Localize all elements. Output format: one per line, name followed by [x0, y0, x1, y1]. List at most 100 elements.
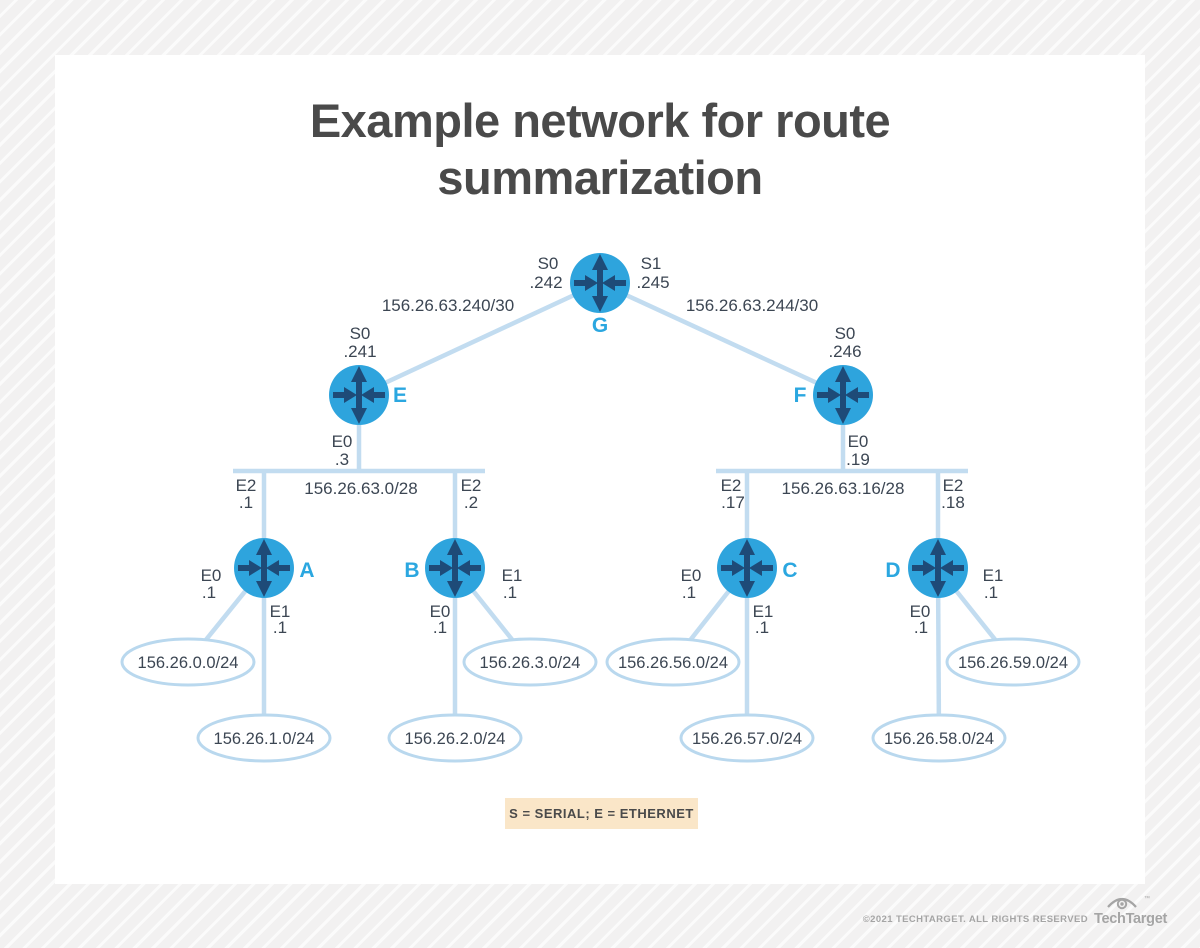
network-label: 156.26.3.0/24	[480, 654, 581, 672]
link-G-to-F	[599, 280, 844, 398]
interface-port-label: E0	[848, 432, 869, 451]
router-arrow-up	[447, 539, 463, 555]
router-arrow-right	[585, 275, 598, 291]
interface-C-E2: E2.17	[721, 476, 745, 512]
interface-A-E0: E0.1	[201, 566, 222, 602]
interface-C-E0: E0.1	[681, 566, 702, 602]
interface-port-label: E0	[430, 602, 451, 621]
interface-address-label: .242	[529, 273, 562, 292]
interface-port-label: S0	[538, 254, 559, 273]
interface-port-label: E2	[943, 476, 964, 495]
interface-address-label: .1	[433, 618, 447, 637]
interface-address-label: .1	[682, 583, 696, 602]
interface-address-label: .2	[464, 493, 478, 512]
subnet-label: 156.26.63.0/28	[304, 479, 417, 498]
interface-port-label: S0	[350, 324, 371, 343]
network-label: 156.26.58.0/24	[884, 730, 994, 748]
interface-address-label: .19	[846, 450, 870, 469]
page-title-line2: summarization	[437, 151, 763, 204]
network-156-26-59-0-24: 156.26.59.0/24	[945, 637, 1081, 687]
network-156-26-57-0-24: 156.26.57.0/24	[679, 713, 815, 763]
router-arrow-left	[266, 560, 279, 576]
network-label: 156.26.0.0/24	[138, 654, 239, 672]
router-A-icon	[234, 538, 294, 598]
trademark-symbol: ™	[1144, 896, 1150, 902]
link-G-to-E	[358, 280, 601, 398]
router-arrow-up	[739, 539, 755, 555]
interface-port-label: E1	[753, 602, 774, 621]
router-arrow-left	[749, 560, 762, 576]
router-arrow-down	[447, 581, 463, 597]
network-156-26-56-0-24: 156.26.56.0/24	[605, 637, 741, 687]
interface-address-label: .1	[202, 583, 216, 602]
techtarget-eye-icon	[1107, 897, 1137, 910]
interface-address-label: .17	[721, 493, 745, 512]
router-arrow-right	[923, 560, 936, 576]
interface-A-E2: E2.1	[236, 476, 257, 512]
router-arrow-right	[732, 560, 745, 576]
interface-address-label: .18	[941, 493, 965, 512]
router-arrow-left	[602, 275, 615, 291]
interface-port-label: E0	[332, 432, 353, 451]
interface-B-E2: E2.2	[461, 476, 482, 512]
subnet-label: 156.26.63.240/30	[382, 296, 514, 315]
router-arrow-right	[344, 387, 357, 403]
router-arrow-up	[930, 539, 946, 555]
router-B-icon	[425, 538, 485, 598]
interface-G-S0: S0.242	[529, 254, 562, 292]
interface-C-E1: E1.1	[753, 602, 774, 637]
techtarget-logo-text: TechTarget	[1094, 911, 1168, 927]
interface-B-E1: E1.1	[502, 566, 523, 602]
router-arrow-left	[845, 387, 858, 403]
router-G-label: G	[592, 314, 608, 337]
interface-E-E0: E0.3	[332, 432, 353, 469]
network-label: 156.26.57.0/24	[692, 730, 802, 748]
router-arrow-down	[351, 408, 367, 424]
interface-port-label: E0	[910, 602, 931, 621]
interface-address-label: .1	[914, 618, 928, 637]
network-ellipse	[871, 713, 1007, 763]
router-F-label: F	[794, 384, 807, 407]
network-label: 156.26.56.0/24	[618, 654, 728, 672]
legend-text: S = SERIAL; E = ETHERNET	[509, 806, 694, 821]
interface-address-label: .1	[503, 583, 517, 602]
interface-port-label: E2	[721, 476, 742, 495]
interface-D-E0: E0.1	[910, 602, 931, 637]
router-arrow-up	[351, 366, 367, 382]
interface-port-label: S1	[641, 254, 662, 273]
router-C-icon	[717, 538, 777, 598]
interface-F-E0: E0.19	[846, 432, 870, 469]
interface-D-E1: E1.1	[983, 566, 1004, 602]
page-title: Example network for route summarization	[0, 92, 1200, 206]
interface-F-S0: S0.246	[828, 324, 861, 361]
interface-port-label: E1	[270, 602, 291, 621]
router-D-icon	[908, 538, 968, 598]
network-156-26-1-0-24: 156.26.1.0/24	[196, 713, 332, 763]
network-label: 156.26.59.0/24	[958, 654, 1068, 672]
router-arrow-right	[249, 560, 262, 576]
network-label: 156.26.1.0/24	[214, 730, 315, 748]
copyright-text: ©2021 TECHTARGET. ALL RIGHTS RESERVED	[862, 914, 1088, 925]
page-title-line1: Example network for route	[309, 94, 891, 147]
router-arrow-left	[457, 560, 470, 576]
interface-address-label: .1	[273, 618, 287, 637]
interface-A-E1: E1.1	[270, 602, 291, 637]
router-E-label: E	[393, 384, 407, 407]
interface-port-label: E0	[681, 566, 702, 585]
subnet-label: 156.26.63.16/28	[782, 479, 905, 498]
network-156-26-2-0-24: 156.26.2.0/24	[387, 713, 523, 763]
router-arrow-down	[930, 581, 946, 597]
interface-D-E2: E2.18	[941, 476, 965, 512]
network-156-26-58-0-24: 156.26.58.0/24	[871, 713, 1007, 763]
network-ellipse	[462, 637, 598, 687]
interface-address-label: .3	[335, 450, 349, 469]
network-156-26-0-0-24: 156.26.0.0/24	[120, 637, 256, 687]
router-A-label: A	[299, 559, 314, 582]
interface-B-E0: E0.1	[430, 602, 451, 637]
interface-port-label: E2	[461, 476, 482, 495]
interface-port-label: E1	[502, 566, 523, 585]
network-ellipse	[945, 637, 1081, 687]
legend-box: S = SERIAL; E = ETHERNET	[505, 798, 698, 829]
network-ellipse	[120, 637, 256, 687]
